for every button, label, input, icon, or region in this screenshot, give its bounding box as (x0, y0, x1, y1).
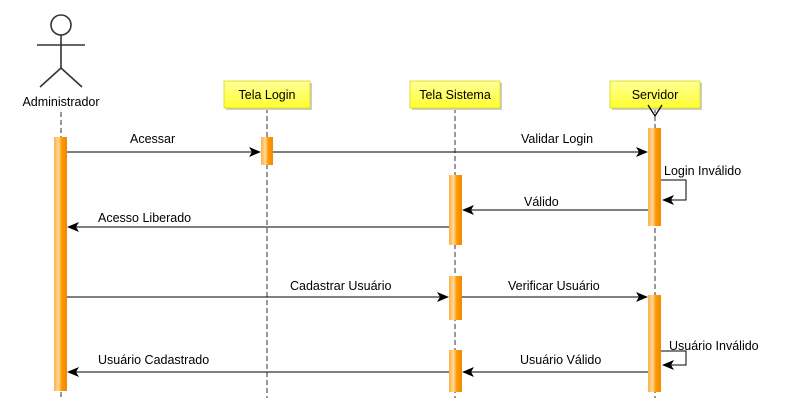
message-label: Válido (524, 195, 559, 209)
participant-label: Servidor (632, 88, 679, 102)
message-usuario-valido: Usuário Válido (462, 353, 648, 377)
message-label: Acesso Liberado (98, 211, 191, 225)
message-valido: Válido (462, 195, 648, 215)
activation-servidor-1 (648, 128, 661, 226)
activation-tela-login (261, 137, 273, 165)
participant-label: Tela Login (239, 88, 296, 102)
activation-administrador (54, 137, 67, 391)
message-login-invalido: Login Inválido (661, 164, 741, 205)
message-validar-login: Validar Login (273, 132, 648, 157)
message-label: Verificar Usuário (508, 279, 600, 293)
participant-servidor: Servidor (609, 80, 702, 118)
activation-tela-sistema-1 (449, 175, 462, 245)
message-acesso-liberado: Acesso Liberado (67, 211, 449, 232)
message-acessar: Acessar (67, 132, 261, 157)
message-label: Login Inválido (664, 164, 741, 178)
actor-label: Administrador (22, 95, 99, 109)
message-label: Validar Login (521, 132, 593, 146)
participant-tela-login: Tela Login (223, 80, 312, 110)
message-label: Usuário Inválido (669, 339, 759, 353)
participant-tela-sistema: Tela Sistema (409, 80, 502, 110)
message-label: Usuário Válido (520, 353, 601, 367)
message-usuario-invalido: Usuário Inválido (661, 339, 759, 370)
participant-label: Tela Sistema (419, 88, 491, 102)
activation-tela-sistema-2 (449, 276, 462, 320)
message-usuario-cadastrado: Usuário Cadastrado (67, 353, 449, 377)
activation-servidor-2 (648, 295, 661, 392)
activation-tela-sistema-3 (449, 350, 462, 392)
stick-figure-icon (37, 14, 85, 88)
message-label: Cadastrar Usuário (290, 279, 391, 293)
message-verificar-usuario: Verificar Usuário (462, 279, 648, 302)
message-label: Acessar (130, 132, 175, 146)
message-label: Usuário Cadastrado (98, 353, 209, 367)
message-cadastrar-usuario: Cadastrar Usuário (67, 279, 449, 302)
